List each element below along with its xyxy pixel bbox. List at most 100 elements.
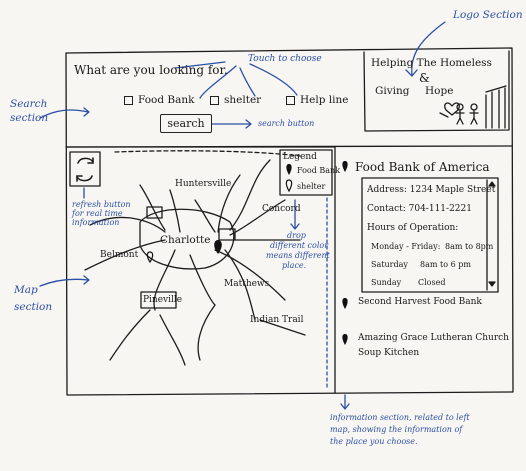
road — [217, 174, 241, 233]
map-label-concord[interactable]: Concord — [262, 204, 301, 214]
map-box — [66, 146, 336, 394]
annotation-legend-3: means different — [266, 251, 330, 260]
logo-heart — [444, 102, 460, 116]
annotation-refresh-3: information — [72, 218, 120, 227]
info-card-outline — [361, 177, 499, 293]
arrow-search-section — [39, 109, 89, 119]
road — [89, 216, 166, 233]
annotation-search-section-2: section — [10, 112, 49, 124]
road — [159, 314, 186, 366]
info-hours-title: Hours of Operation: — [367, 223, 459, 233]
town-box — [218, 228, 236, 241]
logo-line2-right: Hope — [425, 85, 454, 97]
annotation-legend-4: place. — [282, 261, 307, 270]
arrow-touch-2 — [239, 67, 256, 97]
info-hours-time-weekday: 8am to 8pm — [445, 242, 494, 251]
arrow-logo — [411, 21, 446, 76]
info-list-item-amazing-grace-1[interactable]: Amazing Grace Lutheran Church — [358, 333, 509, 343]
pineville-box — [140, 291, 177, 309]
info-pin-1 — [342, 161, 348, 172]
arrow-map-section-head — [83, 275, 90, 285]
road — [84, 239, 166, 271]
logo-heart-hands — [439, 112, 449, 118]
arrow-touch-1 — [199, 65, 237, 99]
map-radius-dashed — [114, 150, 301, 157]
label-help-line: Help line — [300, 94, 349, 106]
arrow-info-head — [340, 403, 350, 410]
info-hours-days-sunday: Sunday — [371, 278, 402, 287]
legend-box-outline — [279, 149, 333, 196]
checkbox-shelter[interactable] — [210, 96, 219, 105]
logo-box — [363, 50, 510, 132]
info-hours-days-weekday: Monday - Friday: — [371, 242, 441, 251]
info-hours-time-sunday: Closed — [418, 278, 446, 287]
legend-pin-shelter — [285, 179, 293, 193]
road — [189, 254, 216, 306]
legend-item-food-bank: Food Bank — [297, 166, 341, 175]
annotation-refresh-2: for real time — [72, 209, 123, 218]
legend-item-shelter: shelter — [297, 182, 326, 191]
annotation-map-section-1: Map — [14, 284, 38, 296]
refresh-button[interactable] — [70, 152, 101, 187]
road — [194, 199, 216, 233]
info-list-item-amazing-grace-2[interactable]: Soup Kitchen — [358, 348, 420, 358]
arrow-logo-head — [405, 69, 418, 77]
arrow-search-section-head — [83, 107, 90, 117]
logo-line1: Helping The Homeless — [371, 57, 492, 69]
logo-line2-left: Giving — [375, 85, 410, 97]
road — [224, 249, 256, 321]
map-label-huntersville[interactable]: Huntersville — [175, 179, 232, 189]
road — [259, 319, 306, 336]
search-prompt: What are you looking for. — [74, 63, 228, 77]
info-scrollbar-up — [488, 181, 496, 187]
info-address: Address: 1234 Maple Street — [367, 185, 496, 195]
map-label-charlotte[interactable]: Charlotte — [160, 234, 211, 246]
main-frame — [65, 47, 514, 396]
info-hours-days-saturday: Saturday — [371, 260, 408, 269]
map-label-matthews[interactable]: Matthews — [224, 279, 270, 289]
refresh-icon — [76, 157, 94, 182]
info-hours-time-saturday: 8am to 6 pm — [420, 260, 471, 269]
map-label-belmont[interactable]: Belmont — [100, 250, 139, 260]
annotation-touch-to-choose: Touch to choose — [248, 54, 322, 64]
label-shelter: shelter — [224, 94, 262, 106]
road — [153, 249, 176, 311]
info-title[interactable]: Food Bank of America — [355, 160, 490, 174]
logo-door — [485, 87, 506, 129]
checkbox-help-line[interactable] — [286, 96, 295, 105]
annotation-info-1: information section, related to left — [330, 413, 470, 422]
road — [229, 159, 271, 231]
legend-title: Legend — [283, 152, 317, 162]
annotation-legend-1: drop — [287, 231, 306, 240]
map-pin-foodbank — [214, 240, 222, 254]
annotation-search-section-1: Search — [10, 98, 48, 110]
arrow-search-head — [245, 119, 252, 129]
annotation-legend-2: different color — [270, 241, 329, 250]
map-pin-shelter — [146, 251, 154, 264]
road — [197, 304, 216, 361]
checkbox-food-bank[interactable] — [124, 96, 133, 105]
map-label-pineville[interactable]: Pineville — [143, 295, 183, 305]
charlotte-outline — [139, 208, 235, 270]
refresh-box-outline — [69, 151, 101, 187]
road — [109, 309, 151, 361]
arrow-touch-left — [174, 61, 226, 69]
annotation-search-button: search button — [258, 119, 315, 128]
logo-figure-body — [469, 109, 479, 125]
annotation-map-section-2: section — [14, 301, 53, 313]
town-box — [146, 206, 163, 219]
search-button[interactable]: search — [160, 114, 212, 133]
legend-pin-foodbank — [286, 164, 292, 175]
annotation-refresh-1: refresh button — [72, 200, 131, 209]
logo-amp: & — [419, 71, 430, 85]
map-label-indian-trail[interactable]: Indian Trail — [250, 315, 304, 325]
info-pin-2 — [342, 298, 348, 309]
arrow-touch-3 — [249, 63, 298, 96]
info-pin-3 — [342, 334, 348, 345]
logo-door-frame — [485, 85, 507, 93]
annotation-info-2: map, showing the information of — [330, 425, 463, 434]
info-list-item-second-harvest[interactable]: Second Harvest Food Bank — [358, 297, 482, 307]
label-food-bank: Food Bank — [138, 94, 195, 106]
logo-figure-head — [470, 103, 478, 111]
